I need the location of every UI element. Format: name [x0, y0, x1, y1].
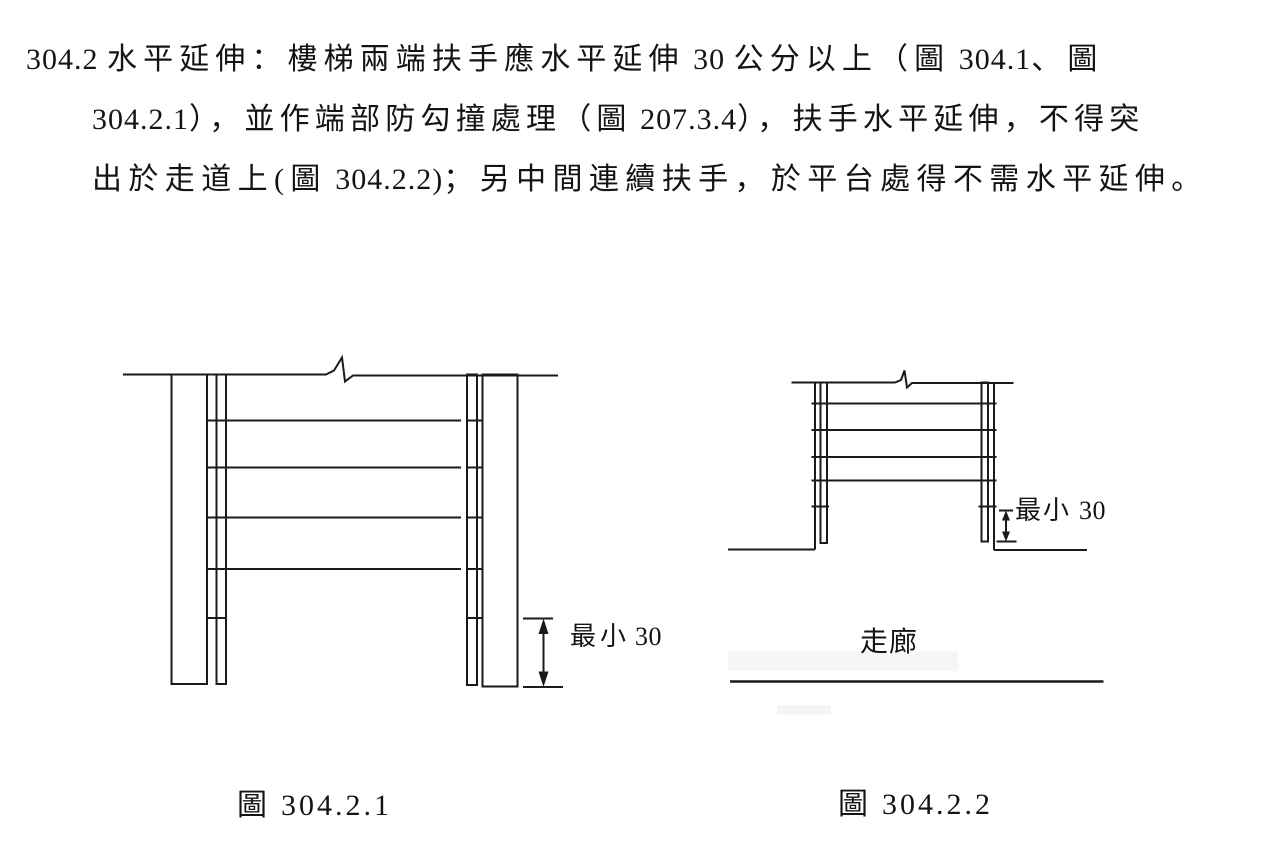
clause-number-ref: 207.3.4	[631, 103, 738, 136]
dimension-label-text: 最小	[570, 622, 631, 651]
figure-304-2-1-diagram	[123, 354, 563, 688]
handrail-post-outer-left	[170, 373, 208, 685]
post-joint-ticks-left	[811, 402, 829, 508]
handrail-post-outer-right	[481, 373, 519, 688]
corridor-label: 走廊	[860, 627, 919, 658]
clause-line-2: 304.2.1），並作端部防勾撞處理（圖 207.3.4），扶手水平延伸，不得突	[92, 102, 1145, 138]
post-joint-ticks-right	[978, 402, 997, 508]
clause-text: ），扶手水平延伸，不得突	[737, 103, 1145, 136]
figure1-caption-prefix: 圖	[237, 789, 267, 822]
clause-number: 304.2	[26, 43, 107, 76]
dimension-label-value: 30	[1079, 496, 1107, 525]
clause-text: 出於走道上(圖	[92, 163, 327, 196]
handrail-post-left	[819, 381, 828, 544]
dimension-arrow-heads	[538, 618, 549, 687]
figure1-caption-number: 304.2.1	[281, 789, 392, 822]
dimension-arrow-fig2	[996, 509, 1017, 543]
clause-text: 、圖	[1031, 43, 1104, 76]
dimension-arrow-fig1	[523, 617, 563, 688]
dimension-label-value: 30	[635, 622, 663, 651]
handrail-post-inner-right	[466, 373, 478, 686]
clause-number-ref: 304.1	[950, 43, 1032, 76]
clause-text: 水平延伸：樓梯兩端扶手應水平延伸	[107, 43, 685, 76]
platform-top-edge-line-with-break	[791, 370, 1014, 390]
figure2-caption-prefix: 圖	[838, 788, 868, 821]
dimension-arrow-heads	[1002, 510, 1010, 542]
handrail-post-inner-left	[215, 373, 227, 685]
clause-text: 公分以上（圖	[733, 43, 951, 76]
clause-line-3: 出於走道上(圖 304.2.2)；另中間連續扶手，於平台處得不需水平延伸。	[92, 162, 1208, 198]
post-joint-ticks-right	[466, 419, 484, 619]
scan-artifact	[777, 705, 831, 715]
clause-text: ；另中間連續扶手，於平台處得不需水平延伸。	[443, 163, 1208, 196]
handrail-post-right	[980, 381, 989, 543]
stair-top-edge-line-with-break	[123, 354, 558, 384]
figure-304-2-2-diagram	[728, 370, 1104, 683]
scan-artifact	[728, 651, 958, 671]
figure2-caption-number: 304.2.2	[882, 788, 993, 821]
figure2-caption: 圖 304.2.2	[838, 787, 993, 823]
figure1-caption: 圖 304.2.1	[237, 788, 392, 824]
clause-text: ），並作端部防勾撞處理（圖	[189, 103, 632, 136]
clause-number-ref: 30	[684, 43, 734, 76]
handrails	[827, 402, 982, 482]
clause-number-ref: 304.2.1	[92, 103, 189, 136]
clause-number-ref: 304.2.2)	[326, 163, 444, 196]
clause-line-1: 304.2 水平延伸：樓梯兩端扶手應水平延伸 30 公分以上（圖 304.1、圖	[26, 42, 1103, 78]
dimension-label-text: 最小	[1015, 496, 1072, 525]
handrails	[207, 419, 461, 570]
